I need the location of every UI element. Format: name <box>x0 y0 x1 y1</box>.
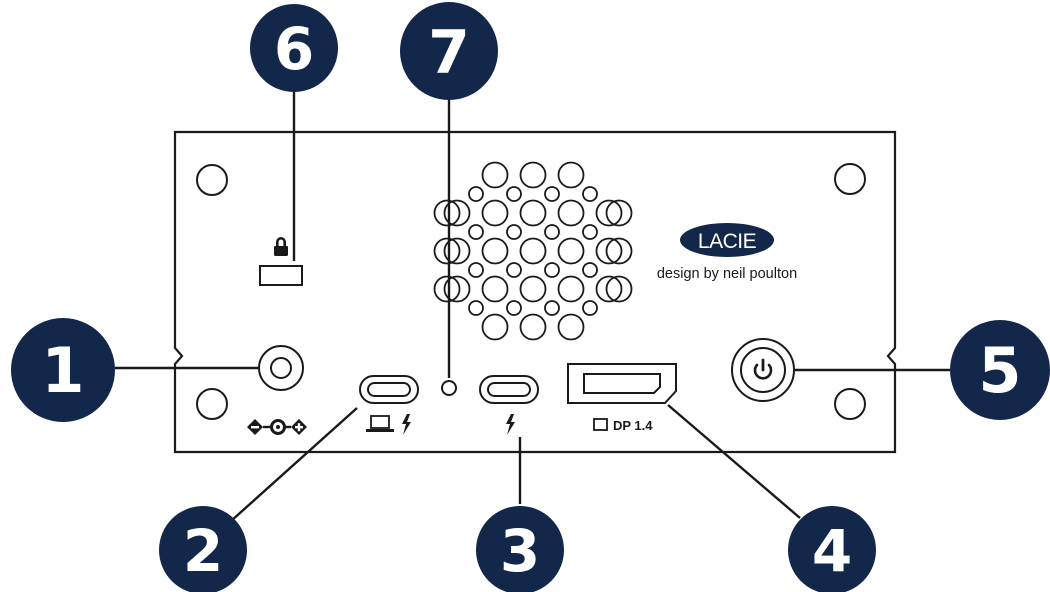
dc-polarity-icon <box>247 419 307 435</box>
screw-hole-top-left <box>196 164 228 196</box>
vent-hole <box>443 237 471 265</box>
vent-hole <box>519 161 547 189</box>
panel-outline <box>173 130 897 454</box>
vent-hole <box>443 199 471 227</box>
svg-text:5: 5 <box>978 334 1021 407</box>
displayport-label: DP 1.4 <box>613 418 653 433</box>
vent-hole <box>544 300 560 316</box>
vent-hole <box>557 313 585 341</box>
vent-hole <box>519 313 547 341</box>
vent-hole <box>595 275 623 303</box>
callout-1: 1 <box>11 318 115 422</box>
vent-hole <box>519 275 547 303</box>
vent-hole <box>433 199 461 227</box>
ventilation-grille <box>433 161 633 341</box>
power-icon <box>753 358 773 380</box>
vent-hole <box>443 275 471 303</box>
vent-hole <box>519 237 547 265</box>
callout-4: 4 <box>788 506 876 592</box>
screw-hole-bottom-right <box>834 388 866 420</box>
vent-hole <box>506 262 522 278</box>
vent-hole <box>582 262 598 278</box>
vent-hole <box>582 300 598 316</box>
vent-hole <box>605 199 633 227</box>
vent-hole <box>481 275 509 303</box>
designer-tagline: design by neil poulton <box>657 266 797 282</box>
laptop-icon <box>366 415 394 432</box>
lacie-logo: LACIE <box>680 223 774 257</box>
usb-c-host-port <box>359 375 419 404</box>
vent-hole <box>605 275 633 303</box>
svg-text:2: 2 <box>183 517 223 585</box>
callout-3: 3 <box>476 506 564 592</box>
vent-hole <box>468 224 484 240</box>
vent-hole <box>557 199 585 227</box>
vent-hole <box>481 313 509 341</box>
display-icon <box>593 418 608 431</box>
vent-hole <box>557 161 585 189</box>
vent-hole <box>557 275 585 303</box>
status-led <box>441 380 457 396</box>
vent-hole <box>506 224 522 240</box>
vent-hole <box>468 300 484 316</box>
vent-hole <box>582 186 598 202</box>
vent-hole <box>481 161 509 189</box>
leader-line-2 <box>230 407 358 522</box>
vent-hole <box>433 237 461 265</box>
callout-5: 5 <box>950 320 1050 420</box>
vent-hole <box>468 262 484 278</box>
svg-text:3: 3 <box>500 517 540 585</box>
callout-7: 7 <box>400 2 498 100</box>
vent-hole <box>582 224 598 240</box>
vent-hole <box>557 237 585 265</box>
callout-6: 6 <box>250 4 338 92</box>
thunderbolt-icon <box>506 414 515 435</box>
vent-hole <box>468 186 484 202</box>
thunderbolt-icon <box>402 414 411 435</box>
thunderbolt-port <box>479 375 539 404</box>
svg-text:4: 4 <box>812 517 852 585</box>
vent-hole <box>544 224 560 240</box>
vent-hole <box>595 199 623 227</box>
svg-text:1: 1 <box>41 334 84 407</box>
kensington-lock-slot <box>259 237 303 286</box>
screw-hole-top-right <box>834 163 866 195</box>
power-input <box>258 345 304 391</box>
power-button <box>731 338 795 402</box>
vent-hole <box>433 275 461 303</box>
vent-hole <box>544 186 560 202</box>
callout-2: 2 <box>159 506 247 592</box>
vent-hole <box>506 300 522 316</box>
vent-hole <box>519 199 547 227</box>
leader-line-4 <box>667 404 801 519</box>
vent-hole <box>506 186 522 202</box>
padlock-icon <box>274 237 288 256</box>
leader-lines <box>115 82 950 522</box>
vent-hole <box>481 237 509 265</box>
displayport-port <box>567 363 677 404</box>
vent-hole <box>605 237 633 265</box>
svg-text:7: 7 <box>428 18 470 88</box>
svg-text:6: 6 <box>274 15 314 83</box>
vent-hole <box>481 199 509 227</box>
vent-hole <box>595 237 623 265</box>
lacie-logo-text: LACIE <box>698 230 757 253</box>
screw-hole-bottom-left <box>196 388 228 420</box>
vent-hole <box>544 262 560 278</box>
